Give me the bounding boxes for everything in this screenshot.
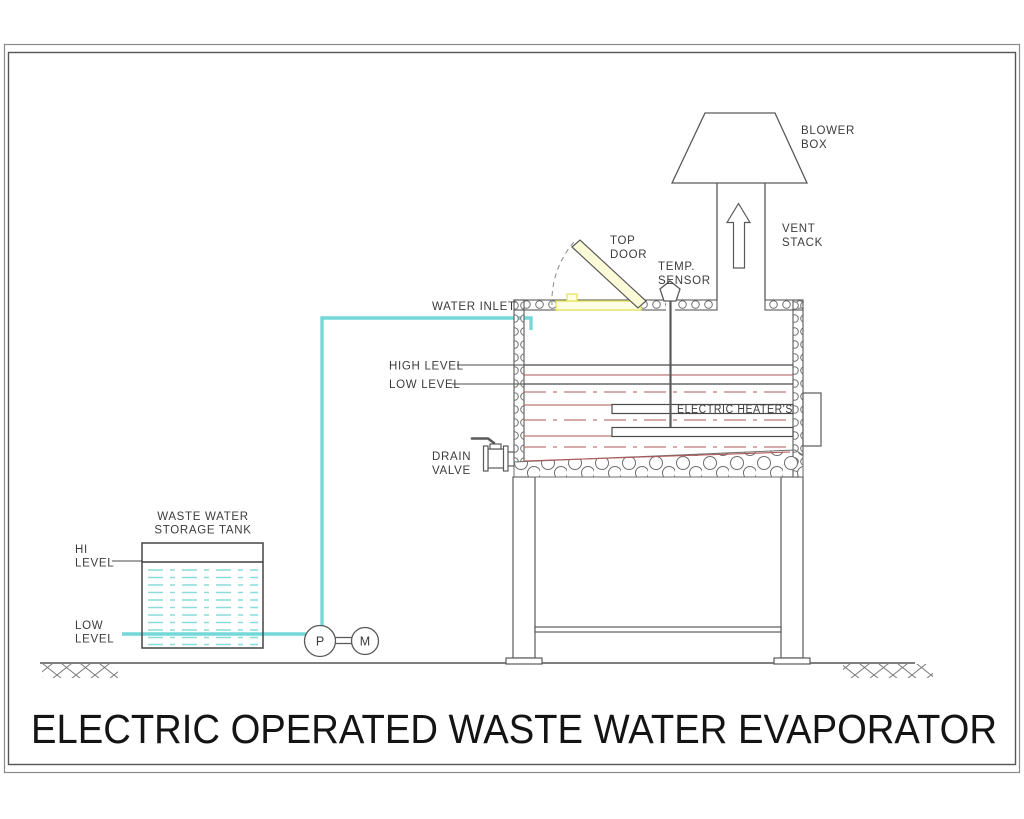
- storage-tank-label-2: STORAGE TANK: [154, 525, 251, 537]
- low-level-label: LOW LEVEL: [389, 379, 461, 391]
- stand-leg-left: [512, 476, 536, 659]
- ground-hatch-left: [42, 664, 118, 678]
- electric-heaters-label: ELECTRIC HEATER'S: [677, 404, 793, 416]
- top-door: [551, 239, 647, 311]
- motor: [350, 626, 380, 656]
- storage-low-level-label: LOW: [75, 620, 103, 632]
- storage-tank-label: WASTE WATER: [157, 511, 249, 523]
- vent-stack: [716, 183, 766, 300]
- storage-tank: [112, 542, 264, 649]
- heater-junction-box: [802, 392, 822, 447]
- top-door-handle: [566, 293, 578, 302]
- top-door-open: [571, 239, 647, 309]
- drain-valve: [470, 437, 514, 472]
- water-inlet-pipe: [122, 316, 533, 636]
- temp-sensor: [659, 280, 681, 427]
- top-door-label-2: DOOR: [610, 249, 647, 261]
- ground-hatch-right: [843, 664, 933, 678]
- vent-stack-label: VENT: [782, 223, 815, 235]
- drain-valve-label: DRAIN: [432, 451, 471, 463]
- high-level-label: HIGH LEVEL: [389, 361, 464, 373]
- motor-letter: M: [360, 635, 370, 649]
- stand-foot-left: [505, 657, 543, 665]
- tank-bottom-insulation: [513, 449, 804, 478]
- tank-wall-left: [513, 299, 525, 463]
- stand: [505, 476, 811, 665]
- evaporator-tank: [513, 299, 822, 478]
- drawing-title: ELECTRIC OPERATED WASTE WATER EVAPORATOR: [31, 706, 997, 752]
- pump-letter: P: [316, 635, 324, 649]
- top-door-closed: [555, 300, 642, 311]
- annotations: BLOWER BOX VENT STACK TOP DOOR TEMP. SEN…: [75, 125, 855, 646]
- drain-valve-label-2: VALVE: [432, 465, 471, 477]
- blower-box-label-2: BOX: [801, 139, 827, 151]
- temp-sensor-label-2: SENSOR: [658, 275, 711, 287]
- ground: [40, 662, 933, 678]
- air-flow-arrow-icon: [725, 202, 752, 269]
- stand-cross-brace: [534, 626, 782, 633]
- stand-foot-right: [773, 657, 811, 665]
- vent-stack-label-2: STACK: [782, 237, 823, 249]
- pump-motor-set: P M: [303, 624, 380, 658]
- sheet-frame: [3, 43, 1021, 774]
- storage-tank-water: [148, 569, 258, 646]
- temp-sensor-label: TEMP.: [658, 261, 695, 273]
- hi-level-label-2: LEVEL: [75, 558, 114, 570]
- tank-level-lines: [523, 364, 793, 462]
- hi-level-label: HI: [75, 544, 88, 556]
- water-inlet-label: WATER INLET: [432, 301, 516, 313]
- leader-lines: [452, 364, 524, 385]
- pump: [303, 624, 337, 658]
- pump-discharge-pipe: [320, 316, 533, 627]
- heater-bar-lower: [611, 426, 794, 438]
- storage-low-level-label-2: LEVEL: [75, 634, 114, 646]
- stand-leg-right: [780, 476, 804, 659]
- heater-bar-upper: [611, 403, 794, 415]
- top-door-label: TOP: [610, 235, 636, 247]
- blower-box: [670, 112, 809, 184]
- valve-handle: [470, 437, 496, 445]
- blower-box-label: BLOWER: [801, 125, 855, 137]
- sensor-head-icon: [659, 280, 681, 302]
